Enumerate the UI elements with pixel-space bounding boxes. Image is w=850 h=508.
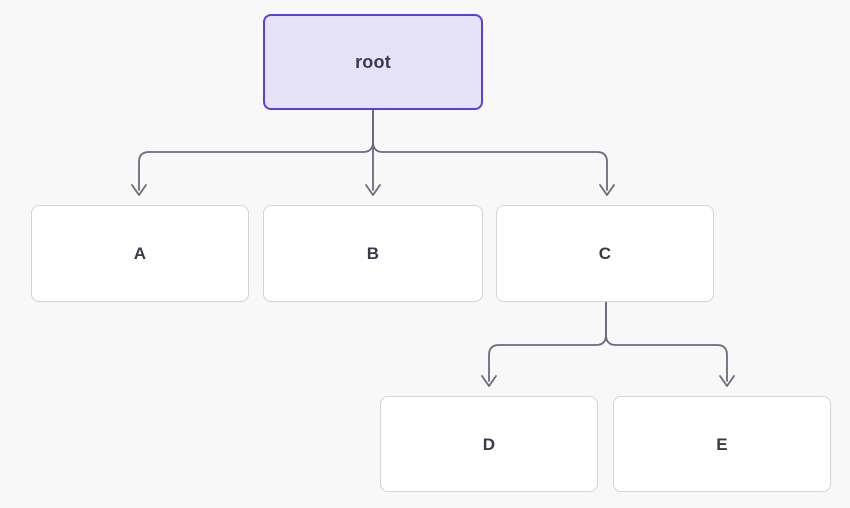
edge-C-E-arrowhead xyxy=(719,375,735,387)
node-e-label: E xyxy=(716,434,728,454)
node-d[interactable]: D xyxy=(380,396,598,492)
node-root[interactable]: root xyxy=(263,14,483,110)
node-d-label: D xyxy=(482,434,496,454)
edge-root-A-arrowhead xyxy=(131,184,147,196)
edge-C-E xyxy=(605,301,728,382)
node-c[interactable]: C xyxy=(496,205,714,302)
node-root-label: root xyxy=(355,52,391,72)
edge-root-A xyxy=(138,109,374,191)
node-b[interactable]: B xyxy=(263,205,483,302)
edge-root-B-arrowhead xyxy=(365,184,381,196)
edge-root-C-arrowhead xyxy=(599,184,615,196)
node-b-label: B xyxy=(366,244,380,263)
edge-C-D xyxy=(488,301,607,382)
node-c-label: C xyxy=(598,244,612,263)
node-a-label: A xyxy=(133,244,147,263)
node-a[interactable]: A xyxy=(31,205,249,302)
edge-C-D-arrowhead xyxy=(481,375,497,387)
edge-root-C xyxy=(372,109,608,191)
node-e[interactable]: E xyxy=(613,396,831,492)
